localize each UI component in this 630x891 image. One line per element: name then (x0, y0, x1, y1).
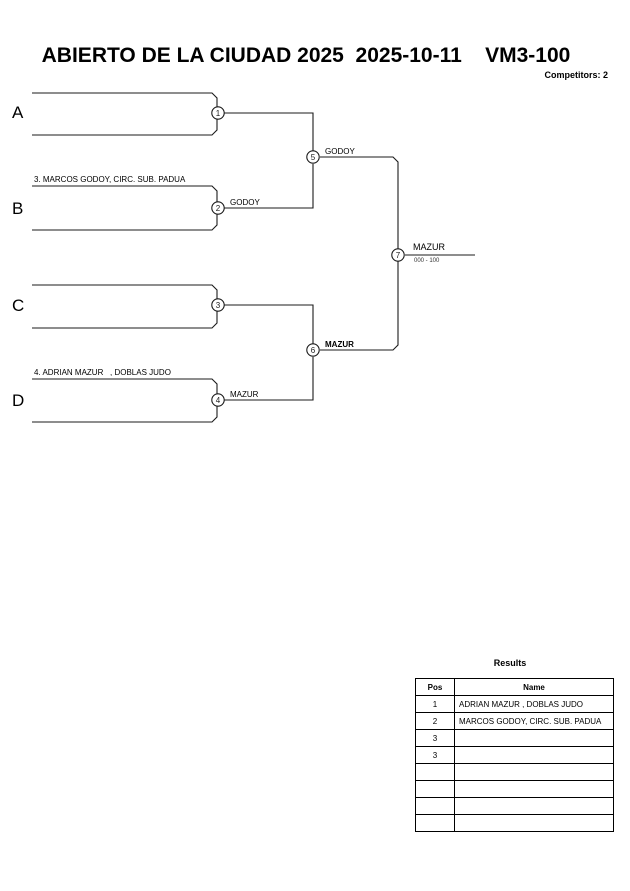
match-3-output (224, 304, 314, 344)
results-name-6 (454, 780, 614, 798)
slot-letter-c: C (12, 296, 25, 315)
results-pos-3: 3 (415, 729, 455, 747)
results-pos-6 (415, 780, 455, 798)
final-winner-label[interactable]: MAZUR (413, 242, 445, 252)
match-circle-4[interactable] (211, 393, 225, 407)
match-2-bracket-lower (32, 214, 218, 231)
match-4-output (224, 357, 314, 401)
match-4-winner-label[interactable]: MAZUR (230, 390, 259, 399)
match-number-5: 5 (311, 153, 316, 162)
results-name-8 (454, 814, 614, 832)
results-table: Pos Name 1 ADRIAN MAZUR , DOBLAS JUDO 2 … (415, 678, 614, 832)
results-col-name: Name (454, 678, 614, 696)
match-6-winner-label[interactable]: MAZUR (325, 340, 354, 349)
match-3-bracket (32, 284, 218, 300)
results-pos-8 (415, 814, 455, 832)
results-name-3 (454, 729, 614, 747)
match-circle-3[interactable] (211, 298, 225, 312)
match-number-6: 6 (311, 346, 316, 355)
match-4-bracket-lower (32, 406, 218, 423)
results-name-2: MARCOS GODOY, CIRC. SUB. PADUA (454, 712, 614, 730)
table-row[interactable] (415, 814, 614, 832)
table-row[interactable]: 3 (415, 729, 614, 747)
results-name-1: ADRIAN MAZUR , DOBLAS JUDO (454, 695, 614, 713)
results-pos-7 (415, 797, 455, 815)
match-2-output (224, 164, 314, 209)
results-title: Results (493, 658, 527, 668)
table-row[interactable] (415, 780, 614, 798)
results-header-row: Pos Name (415, 678, 614, 696)
match-2-winner-label[interactable]: GODOY (230, 198, 260, 207)
match-number-1: 1 (216, 109, 221, 118)
match-2-bracket (32, 185, 218, 203)
table-row[interactable] (415, 763, 614, 781)
table-row[interactable]: 1 ADRIAN MAZUR , DOBLAS JUDO (415, 695, 614, 713)
match-circle-6[interactable] (306, 343, 320, 357)
match-circle-5[interactable] (306, 150, 320, 164)
match-6-output (320, 261, 399, 351)
slot-letter-b: B (12, 199, 24, 218)
results-pos-2: 2 (415, 712, 455, 730)
table-row[interactable]: 3 (415, 746, 614, 764)
match-4-bracket (32, 378, 218, 395)
match-3-bracket-lower (32, 311, 218, 329)
match-5-winner-label[interactable]: GODOY (325, 147, 355, 156)
results-name-7 (454, 797, 614, 815)
slot-letter-a: A (12, 103, 24, 122)
table-row[interactable]: 2 MARCOS GODOY, CIRC. SUB. PADUA (415, 712, 614, 730)
entrant-name-d[interactable]: 4. ADRIAN MAZUR , DOBLAS JUDO (34, 368, 171, 377)
match-number-7: 7 (396, 251, 401, 260)
slot-letter-d: D (12, 391, 25, 410)
match-1-bracket-lower (32, 119, 218, 136)
match-circle-2[interactable] (211, 201, 225, 215)
match-1-bracket (32, 92, 218, 108)
match-number-2: 2 (216, 204, 221, 213)
results-name-5 (454, 763, 614, 781)
match-number-3: 3 (216, 301, 221, 310)
results-col-pos: Pos (415, 678, 455, 696)
results-pos-4: 3 (415, 746, 455, 764)
results-pos-5 (415, 763, 455, 781)
match-number-4: 4 (216, 396, 221, 405)
match-5-output (320, 156, 399, 249)
match-circle-1[interactable] (211, 106, 225, 120)
entrant-name-b[interactable]: 3. MARCOS GODOY, CIRC. SUB. PADUA (34, 175, 186, 184)
table-row[interactable] (415, 797, 614, 815)
results-pos-1: 1 (415, 695, 455, 713)
competitors-count: Competitors: 2 (544, 70, 608, 80)
match-circle-7[interactable] (391, 248, 405, 262)
match-1-output (224, 112, 314, 151)
page-title: ABIERTO DE LA CIUDAD 2025 2025-10-11 VM3… (41, 44, 571, 67)
results-name-4 (454, 746, 614, 764)
final-score-label: 000 - 100 (414, 258, 440, 264)
